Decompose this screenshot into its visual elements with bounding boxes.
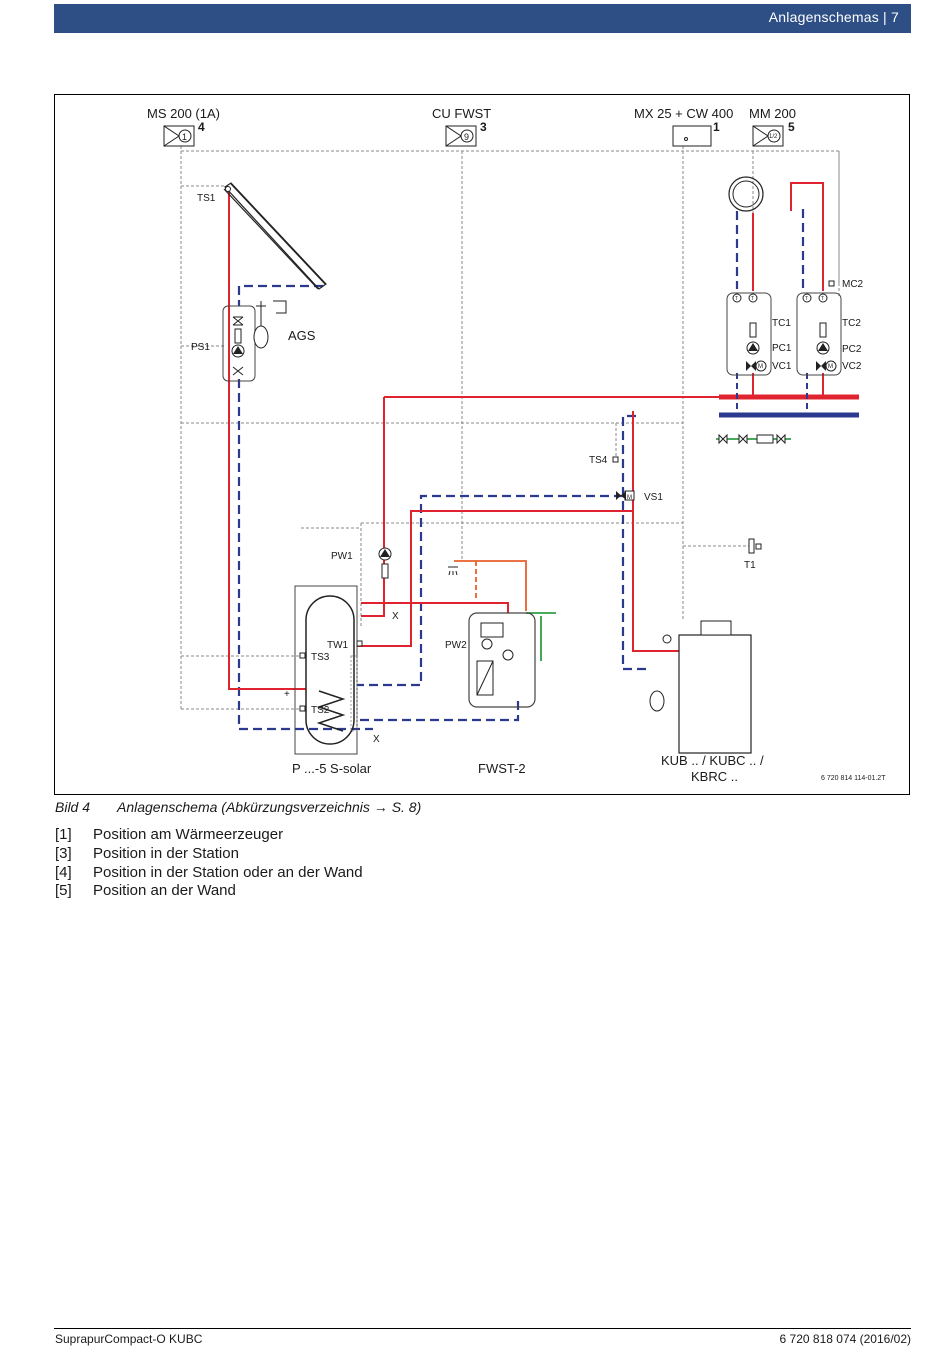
- label-x-lower: X: [373, 734, 380, 745]
- svg-text:1: 1: [182, 132, 187, 142]
- system-diagram: T T T T M M M 1: [147, 106, 886, 784]
- module-ms200-label: MS 200 (1A): [147, 106, 220, 121]
- svg-text:T: T: [805, 296, 808, 302]
- header-title: Anlagenschemas | 7: [768, 9, 899, 25]
- label-ags: AGS: [288, 328, 316, 343]
- circuit-1-symbols: [732, 293, 767, 372]
- label-mc2: MC2: [842, 279, 864, 290]
- label-vc1: VC1: [772, 361, 792, 372]
- label-tc1: TC1: [772, 318, 791, 329]
- heating-circuit-2: [796, 292, 842, 376]
- caption-text: Anlagenschema (Abkürzungsverzeichnis → S…: [117, 799, 422, 815]
- label-plus: +: [284, 689, 290, 700]
- thermometer-label: T: [735, 296, 738, 302]
- mc2-sensor: [828, 280, 835, 287]
- label-ts3: TS3: [311, 652, 330, 663]
- svg-text:M: M: [828, 364, 833, 370]
- caption-number: Bild 4: [55, 799, 91, 815]
- module-mx25: [672, 125, 712, 147]
- t1-outdoor-sensor: [748, 538, 755, 554]
- svg-text:9: 9: [464, 132, 469, 142]
- tank-body: [305, 595, 355, 745]
- circuit-2-symbols: [802, 293, 837, 372]
- figure-caption: Bild 4 Anlagenschema (Abkürzungsverzeichn…: [55, 799, 421, 815]
- footer-doc-number: 6 720 818 074 (2016/02): [779, 1332, 911, 1346]
- label-pw1: PW1: [331, 551, 353, 562]
- footer-rule: [54, 1328, 911, 1329]
- boiler: [678, 634, 752, 754]
- label-tw1: TW1: [327, 640, 349, 651]
- ts2-sensor: [299, 705, 306, 712]
- label-t1: T1: [744, 560, 756, 571]
- label-pc2: PC2: [842, 344, 862, 355]
- control-wiring: [180, 146, 840, 710]
- label-vs1: VS1: [644, 492, 663, 503]
- fresh-water-station: [468, 612, 536, 708]
- legend-item: [5]Position an der Wand: [55, 882, 236, 900]
- header-bar: Anlagenschemas | 7: [54, 4, 911, 33]
- legend-list: [1]Position am Wärmeerzeuger [3]Position…: [55, 826, 363, 901]
- return-lines: [237, 209, 805, 731]
- module-mx25-label: MX 25 + CW 400: [634, 106, 733, 121]
- legend-item: [3]Position in der Station: [55, 844, 239, 862]
- boiler-expansion-vessel: [649, 690, 665, 712]
- svg-text:5: 5: [788, 120, 795, 134]
- label-ps1: PS1: [191, 342, 210, 353]
- label-station: FWST-2: [478, 761, 526, 776]
- ags-expansion-vessel: [253, 325, 269, 349]
- label-x-upper: X: [392, 611, 399, 622]
- svg-text:4: 4: [198, 120, 205, 134]
- label-tc2: TC2: [842, 318, 861, 329]
- footer-product: SuprapurCompact-O KUBC: [55, 1332, 203, 1346]
- label-boiler-1: KUB .. / KUBC .. /: [661, 753, 764, 768]
- label-ts1: TS1: [197, 193, 216, 204]
- svg-text:1/2: 1/2: [769, 134, 778, 140]
- safety-valve-group: [718, 433, 786, 445]
- label-pw2: PW2: [445, 640, 467, 651]
- shower-icon: [448, 566, 458, 576]
- svg-text:M: M: [627, 495, 632, 501]
- module-cu-fwst-label: CU FWST: [432, 106, 491, 121]
- drawing-id: 6 720 814 114-01.2T: [821, 775, 886, 782]
- svg-text:3: 3: [480, 120, 487, 134]
- svg-text:T: T: [751, 296, 754, 302]
- motor-label: M: [758, 364, 763, 370]
- legend-item: [4]Position in der Station oder an der W…: [55, 863, 363, 881]
- tw1-sensor: [356, 640, 363, 647]
- label-ts2: TS2: [311, 705, 330, 716]
- label-pc1: PC1: [772, 343, 792, 354]
- label-boiler-2: KBRC ..: [691, 769, 738, 784]
- solar-collector: [223, 182, 327, 290]
- dhw-lines: [454, 560, 527, 611]
- ts1-sensor: [225, 186, 231, 192]
- label-vc2: VC2: [842, 361, 862, 372]
- label-tank: P ...-5 S-solar: [292, 761, 372, 776]
- svg-text:1: 1: [713, 120, 720, 134]
- ts4-sensor: [612, 456, 619, 463]
- radiator-icon: [728, 176, 764, 212]
- module-mm200-label: MM 200: [749, 106, 796, 121]
- label-ts4: TS4: [589, 455, 608, 466]
- heating-manifold: [719, 373, 859, 418]
- ts3-sensor: [299, 652, 306, 659]
- heating-circuit-1: [726, 292, 772, 376]
- svg-text:T: T: [821, 296, 824, 302]
- solar-coil: [316, 690, 346, 732]
- legend-item: [1]Position am Wärmeerzeuger: [55, 826, 284, 843]
- diagram-frame: T T T T M M M 1: [54, 94, 910, 795]
